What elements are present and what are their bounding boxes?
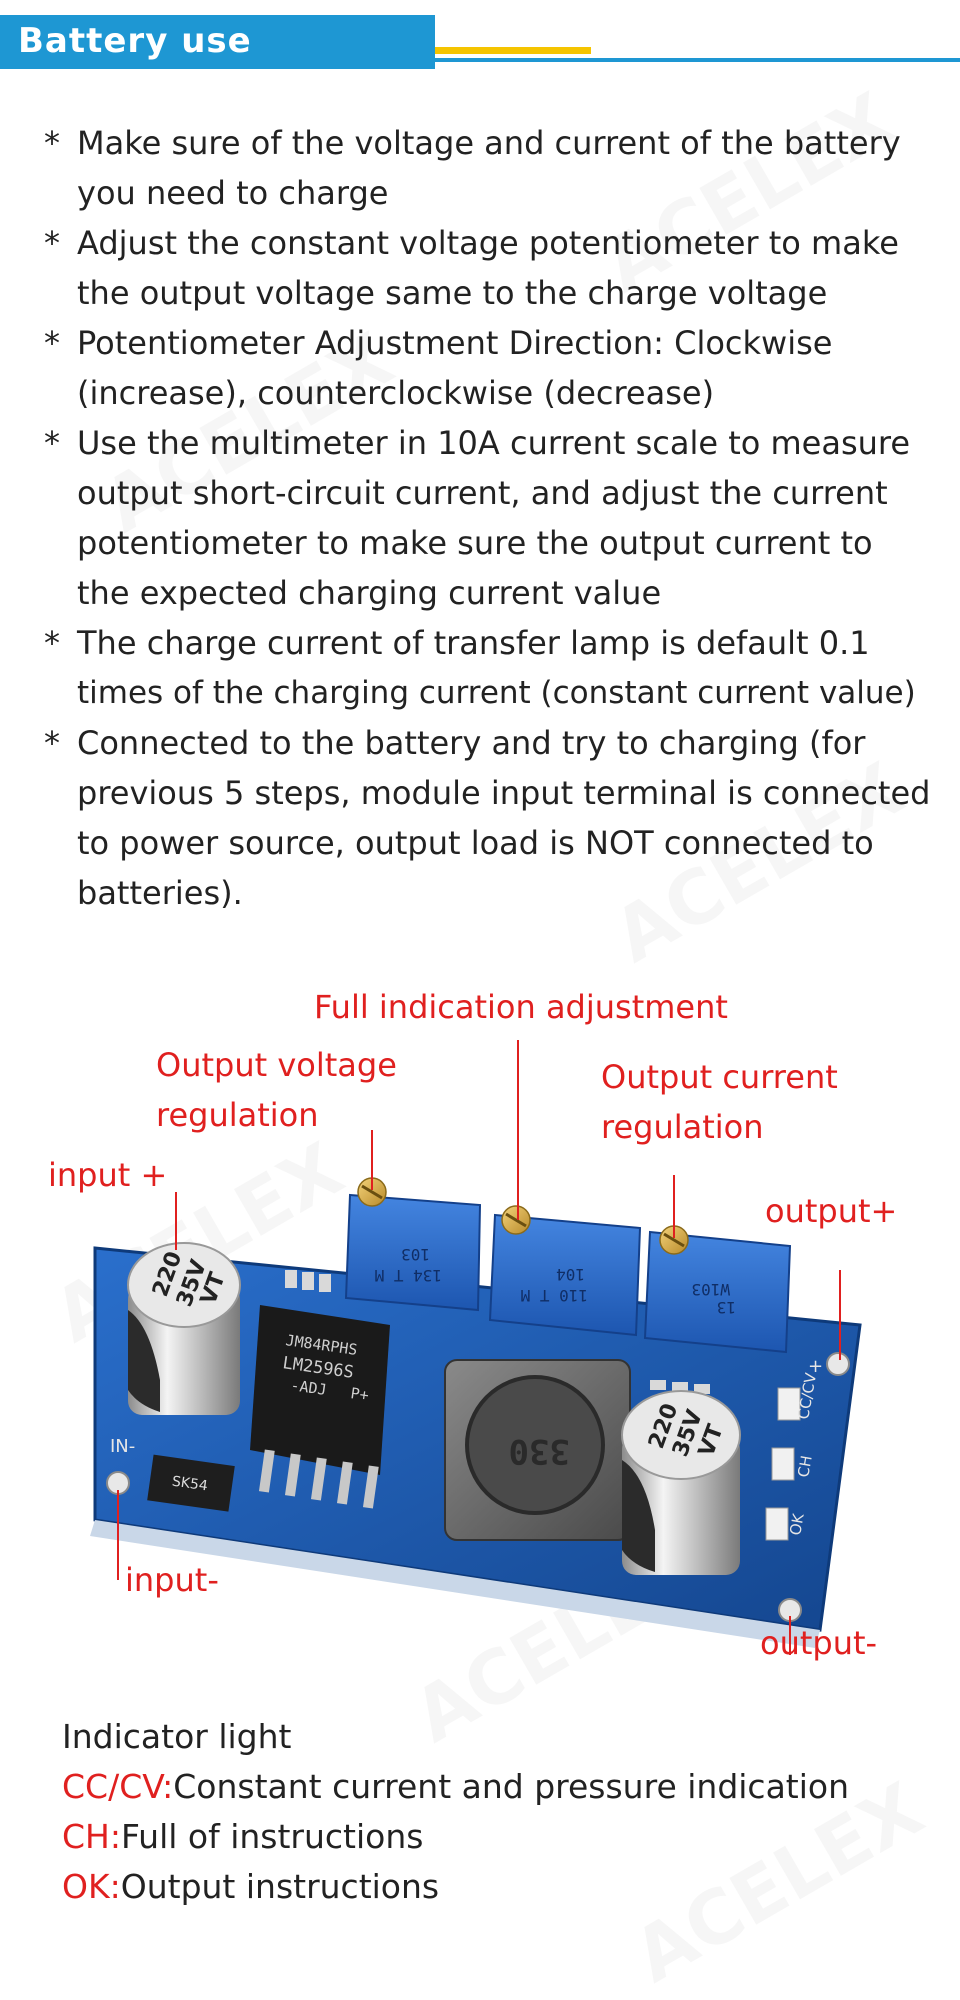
section-header-bar: Battery use (0, 15, 435, 69)
silk-ch: CH (794, 1454, 816, 1479)
smd-pad (302, 1272, 314, 1290)
smd-pad (694, 1384, 710, 1394)
pcb-edge (90, 1520, 820, 1648)
diode-marking: SK54 (171, 1474, 209, 1495)
legend-item-ok: OK:Output instructions (62, 1862, 942, 1912)
smd-pad (285, 1270, 297, 1288)
step-text-line: you need to charge (77, 174, 389, 212)
pot-voltage-marking: 134 T M (375, 1266, 442, 1285)
label-output-voltage-regulation: Output voltage regulation (156, 1040, 397, 1140)
section-title: Battery use (18, 21, 252, 61)
capacitor-left-top (127, 1242, 241, 1328)
indicator-legend: Indicator light CC/CV:Constant current a… (62, 1712, 942, 1912)
instruction-step: * Potentiometer Adjustment Direction: Cl… (44, 318, 956, 418)
silk-in-minus: IN- (110, 1436, 135, 1457)
legend-text: Constant current and pressure indication (173, 1767, 850, 1806)
legend-text: Output instructions (120, 1867, 440, 1906)
bullet-asterisk: * (44, 124, 60, 162)
label-output-minus: output- (760, 1624, 878, 1662)
step-text-line: The charge current of transfer lamp is d… (77, 624, 870, 662)
potentiometer-full-indication (488, 1213, 642, 1337)
legend-item-cccv: CC/CV:Constant current and pressure indi… (62, 1762, 942, 1812)
bullet-asterisk: * (44, 624, 60, 662)
silk-ok: OK (786, 1511, 808, 1537)
smd-pad (650, 1380, 666, 1390)
step-text-line: Use the multimeter in 10A current scale … (77, 424, 911, 462)
instruction-step: * Connected to the battery and try to ch… (44, 718, 956, 918)
instruction-step: * The charge current of transfer lamp is… (44, 618, 956, 718)
chip-lead (310, 1457, 327, 1501)
chip-lead (336, 1461, 353, 1505)
pot-full-marking: 104 (556, 1265, 585, 1284)
step-text-line: the output voltage same to the charge vo… (77, 274, 828, 312)
legend-code: CH: (62, 1817, 121, 1856)
legend-code: OK: (62, 1867, 121, 1906)
label-line: regulation (156, 1096, 319, 1134)
chip-lead (284, 1453, 301, 1497)
label-full-indication-adjustment: Full indication adjustment (314, 988, 728, 1026)
label-input-minus: input- (125, 1561, 219, 1599)
label-line: Output current (601, 1058, 838, 1096)
inductor-core (465, 1375, 605, 1515)
pot-full-marking: 110 T M (521, 1286, 588, 1305)
bullet-asterisk: * (44, 224, 60, 262)
board-illustration: 220 35V VT SK54 IN- JM84RPHS LM2596S -AD… (0, 980, 960, 1670)
bullet-asterisk: * (44, 424, 60, 462)
step-text-line: Connected to the battery and try to char… (77, 724, 866, 762)
potentiometer-current (643, 1230, 792, 1354)
capacitor-left-stripe (128, 1310, 160, 1412)
step-text-line: Potentiometer Adjustment Direction: Cloc… (77, 324, 833, 362)
smd-pad (319, 1274, 331, 1292)
led-ch (771, 1447, 795, 1481)
schottky-diode (147, 1454, 235, 1512)
label-output-current-regulation: Output current regulation (601, 1052, 838, 1152)
chip-marking: P+ (349, 1384, 369, 1404)
step-text-line: potentiometer to make sure the output cu… (77, 524, 873, 562)
step-text-line: Make sure of the voltage and current of … (77, 124, 901, 162)
led-cccv (777, 1387, 801, 1421)
label-input-plus: input + (48, 1156, 168, 1194)
step-text-line: (increase), counterclockwise (decrease) (77, 374, 715, 412)
header-accent-line (435, 47, 591, 54)
capacitor-right-stripe (622, 1460, 655, 1572)
instruction-list: * Make sure of the voltage and current o… (44, 118, 956, 918)
buck-converter-board-image: 220 35V VT SK54 IN- JM84RPHS LM2596S -AD… (90, 1040, 862, 1655)
label-line: Output voltage (156, 1046, 397, 1084)
silk-plus: + (808, 1356, 823, 1377)
smd-pad (672, 1382, 688, 1392)
pot-current-marking: 13 (717, 1298, 736, 1317)
step-text-line: the expected charging current value (77, 574, 662, 612)
step-text-line: Adjust the constant voltage potentiomete… (77, 224, 899, 262)
step-text-line: output short-circuit current, and adjust… (77, 474, 888, 512)
potentiometer-voltage (344, 1193, 482, 1312)
step-text-line: to power source, output load is NOT conn… (77, 824, 874, 862)
legend-item-ch: CH:Full of instructions (62, 1812, 942, 1862)
capacitor-right-top (621, 1390, 741, 1480)
instruction-step: * Adjust the constant voltage potentiome… (44, 218, 956, 318)
pot-current-marking: W103 (691, 1280, 730, 1299)
pot-voltage-marking: 103 (401, 1245, 430, 1264)
instruction-step: * Make sure of the voltage and current o… (44, 118, 956, 218)
step-text-line: times of the charging current (constant … (77, 675, 916, 711)
chip-lead (258, 1449, 275, 1493)
bullet-asterisk: * (44, 724, 60, 762)
step-text-line: previous 5 steps, module input terminal … (77, 774, 931, 812)
legend-text: Full of instructions (120, 1817, 424, 1856)
chip-marking: -ADJ (289, 1376, 327, 1399)
led-ok (765, 1507, 789, 1541)
lm2596-chip (250, 1305, 390, 1475)
chip-lead (362, 1465, 379, 1509)
label-line: regulation (601, 1108, 764, 1146)
legend-title: Indicator light (62, 1717, 292, 1756)
mount-hole-output-plus (826, 1352, 850, 1376)
instruction-step: * Use the multimeter in 10A current scal… (44, 418, 956, 618)
inductor-marking: 330 (509, 1431, 570, 1471)
legend-code: CC/CV: (62, 1767, 174, 1806)
label-output-plus: output+ (765, 1192, 898, 1230)
bullet-asterisk: * (44, 324, 60, 362)
header-divider-line (435, 58, 960, 62)
step-text-line: batteries). (77, 874, 243, 912)
